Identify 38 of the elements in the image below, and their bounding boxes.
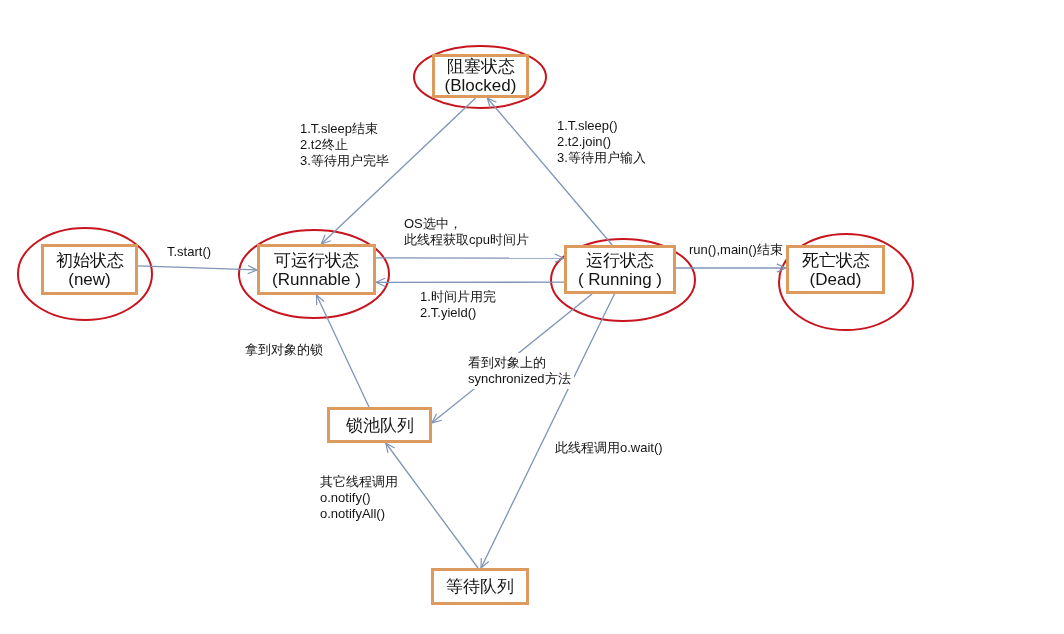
arrow [385, 442, 479, 569]
arrow [486, 97, 613, 246]
state-box [257, 244, 376, 295]
state-subtitle: (Blocked) [444, 76, 517, 95]
queue-box [431, 568, 529, 605]
state-subtitle: (Runnable ) [272, 269, 361, 289]
arrow [375, 277, 565, 287]
state-title: 运行状态 [586, 250, 654, 270]
arrow [480, 293, 616, 569]
queue-title: 锁池队列 [345, 415, 414, 435]
state-box [432, 54, 529, 98]
state-title: 死亡状态 [801, 250, 870, 270]
state-title: 初始状态 [55, 250, 124, 270]
edge-label: 1.T.sleep结束 2.t2终止 3.等待用户完毕 [300, 121, 389, 169]
edge-label: 1.T.sleep() 2.t2.join() 3.等待用户输入 [557, 118, 646, 166]
state-subtitle: ( Running ) [577, 269, 663, 289]
edge-label: run(),main()结束 [689, 242, 783, 258]
arrow [315, 294, 370, 408]
state-subtitle: (new) [68, 269, 111, 289]
arrow [375, 253, 565, 263]
edge-label: 此线程调用o.wait() [555, 440, 663, 456]
state-title: 可运行状态 [274, 250, 359, 270]
arrow [137, 264, 258, 275]
state-box [564, 245, 676, 294]
edge-label: 其它线程调用 o.notify() o.notifyAll() [320, 474, 398, 522]
queue-title: 等待队列 [446, 577, 514, 596]
state-title: 阻塞状态 [446, 57, 515, 76]
state-subtitle: (Dead) [809, 269, 862, 289]
arrow [675, 263, 787, 273]
state-box [786, 245, 885, 294]
state-box [41, 244, 138, 295]
edge-label: 看到对象上的 synchronized方法 [465, 353, 574, 389]
queue-box [327, 407, 432, 443]
edge-label: OS选中，此线程获取cpu时间片 [404, 216, 529, 248]
edge-label: T.start() [167, 244, 212, 260]
edge-label: 拿到对象的锁 [245, 342, 323, 358]
edge-label: 1.时间片用完 2.T.yield() [420, 289, 496, 321]
arrow [320, 97, 477, 245]
